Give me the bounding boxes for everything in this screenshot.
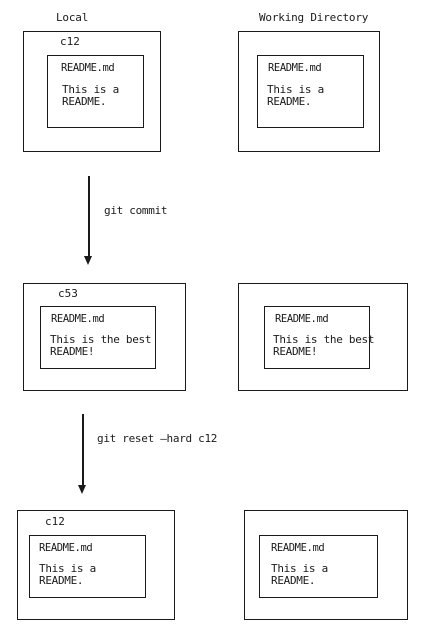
file-name: README.md xyxy=(268,62,322,74)
transition-label-1: git commit xyxy=(104,204,168,217)
file-name: README.md xyxy=(271,542,325,554)
working-file-card-3: README.md This is a README. xyxy=(259,535,378,598)
file-content: This is a README. xyxy=(39,562,96,587)
file-content: This is the best README! xyxy=(50,333,152,358)
file-content: This is a README. xyxy=(62,83,119,108)
transition-arrow-2 xyxy=(82,414,84,485)
local-file-card-3: README.md This is a README. xyxy=(29,535,146,598)
file-content: This is a README. xyxy=(267,83,324,108)
local-header: Local xyxy=(56,11,89,24)
file-name: README.md xyxy=(39,542,93,554)
commit-label: c12 xyxy=(45,515,65,528)
file-content: This is a README. xyxy=(271,562,328,587)
working-dir-box-3: README.md This is a README. xyxy=(244,510,408,620)
local-file-card-1: README.md This is a README. xyxy=(47,55,144,128)
file-content: This is the best README! xyxy=(273,333,375,358)
working-file-card-2: README.md This is the best README! xyxy=(264,306,374,369)
file-name: README.md xyxy=(275,313,329,325)
working-dir-box-1: README.md This is a README. xyxy=(238,31,380,152)
commit-label: c53 xyxy=(58,287,78,300)
local-repo-box-1: c12 README.md This is a README. xyxy=(23,31,161,152)
working-file-card-1: README.md This is a README. xyxy=(257,55,364,128)
local-repo-box-3: c12 README.md This is a README. xyxy=(17,510,175,620)
arrow-head-icon xyxy=(84,256,92,265)
file-name: README.md xyxy=(61,62,115,74)
local-file-card-2: README.md This is the best README! xyxy=(40,306,156,369)
working-directory-header: Working Directory xyxy=(259,11,369,24)
local-repo-box-2: c53 README.md This is the best README! xyxy=(23,283,186,391)
arrow-head-icon xyxy=(78,485,86,494)
file-name: README.md xyxy=(51,313,105,325)
transition-label-2: git reset —hard c12 xyxy=(97,432,218,445)
commit-label: c12 xyxy=(60,35,80,48)
transition-arrow-1 xyxy=(88,176,90,256)
working-dir-box-2: README.md This is the best README! xyxy=(238,283,408,391)
